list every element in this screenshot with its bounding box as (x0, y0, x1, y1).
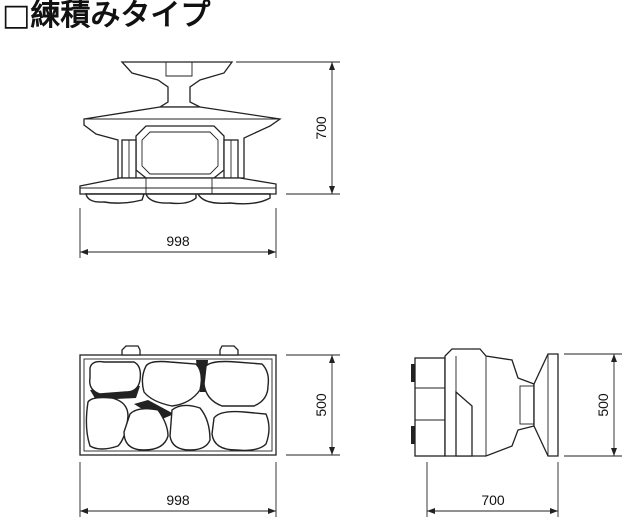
plan-tab-right (219, 345, 239, 356)
plan-view (79, 345, 277, 456)
front-panel-outer (135, 125, 225, 179)
page-title: □練積みタイプ (2, 0, 211, 33)
side-view (411, 348, 559, 457)
front-width-dimension: 998 (79, 208, 277, 258)
side-width-label: 700 (481, 492, 505, 508)
plan-height-dimension: 500 (286, 354, 340, 456)
plan-stone (123, 407, 169, 451)
front-height-dimension: 700 (236, 61, 340, 195)
side-width-dimension: 700 (426, 462, 559, 517)
plan-width-dimension: 998 (79, 462, 277, 517)
side-notch (455, 390, 473, 457)
plan-stone (211, 410, 270, 452)
front-width-label: 998 (166, 233, 190, 249)
front-panel-inner (141, 131, 219, 175)
plan-tab-left (121, 345, 141, 356)
plan-stone (169, 404, 211, 451)
front-top-cap (120, 61, 234, 108)
front-base (79, 177, 277, 195)
plan-stone (141, 360, 203, 407)
side-flange (533, 353, 559, 457)
plan-stone (85, 396, 129, 450)
front-stone-bottom (85, 193, 271, 205)
front-height-label: 700 (313, 116, 329, 140)
plan-width-label: 998 (166, 492, 190, 508)
side-height-dimension: 500 (564, 353, 622, 457)
plan-stone (89, 360, 142, 395)
front-view (79, 61, 282, 205)
plan-height-label: 500 (313, 393, 329, 417)
plan-stone (203, 360, 270, 407)
side-height-label: 500 (595, 393, 611, 417)
side-block-stack (414, 357, 446, 457)
